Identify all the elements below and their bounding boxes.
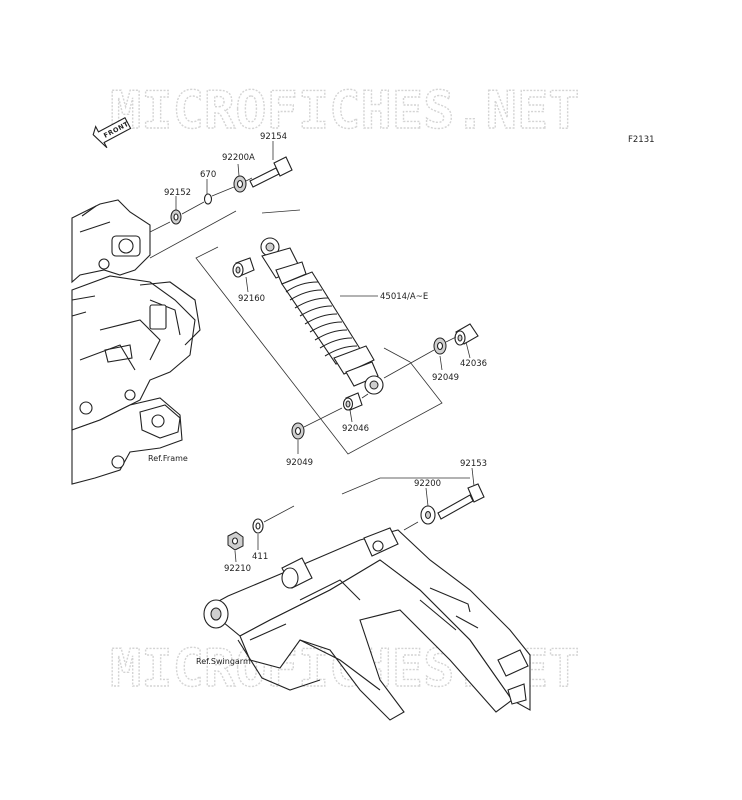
collar-92046-icon — [342, 392, 363, 411]
callout-92049-lower: 92049 — [286, 458, 313, 468]
diagram-code: F2131 — [628, 135, 655, 145]
callout-92210: 92210 — [224, 564, 251, 574]
watermark-top: MICROFICHES.NET — [110, 81, 580, 141]
washer-92049-lower-icon — [291, 422, 305, 440]
shock-absorber-45014-icon — [260, 237, 384, 395]
washer-411-icon — [252, 518, 264, 534]
callout-670: 670 — [200, 170, 216, 180]
callout-92154: 92154 — [260, 132, 287, 142]
callout-92049-upper: 92049 — [432, 373, 459, 383]
nut-92210-icon — [227, 531, 244, 551]
bushing-92160-icon — [232, 257, 255, 278]
callout-92200a: 92200A — [222, 153, 255, 163]
bolt-92154-icon — [249, 156, 293, 188]
callout-92152: 92152 — [164, 188, 191, 198]
washer-92049-upper-icon — [433, 337, 447, 355]
washer-92200-icon — [420, 505, 436, 525]
callout-92046: 92046 — [342, 424, 369, 434]
callout-45014: 45014/A~E — [380, 292, 428, 302]
washer-92200a-icon — [233, 175, 247, 193]
ref-frame-label: Ref.Frame — [148, 454, 188, 463]
ref-swingarm-label: Ref.Swingarm — [196, 657, 251, 666]
frame-illustration — [71, 199, 201, 485]
swingarm-illustration — [203, 527, 531, 721]
callout-92153: 92153 — [460, 459, 487, 469]
collar-92152-icon — [170, 209, 182, 225]
callout-411: 411 — [252, 552, 268, 562]
callout-92160: 92160 — [238, 294, 265, 304]
sleeve-42036-icon — [454, 323, 479, 346]
callout-92200: 92200 — [414, 479, 441, 489]
bolt-92153-icon — [437, 483, 485, 520]
ring-670-icon — [203, 193, 213, 205]
callout-42036: 42036 — [460, 359, 487, 369]
